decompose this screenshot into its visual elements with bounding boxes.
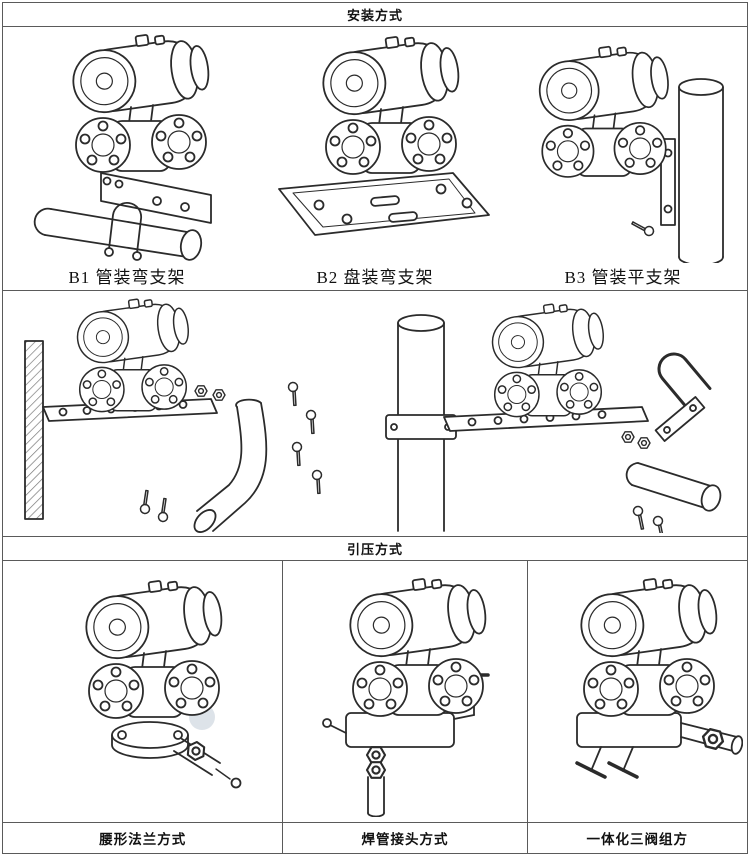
pressure-section-header: 引压方式 [3,537,747,561]
mounting-detail-row [3,291,747,537]
b1-transmitter-drawing [33,31,214,261]
figure-welded-pipe-joint-method [283,561,528,822]
b1-bracket-label: B1 管装弯支架 [68,268,186,287]
figure-b3-pipe-flat-bracket: B3 管装平支架 [499,27,747,290]
b3-transmitter-drawing [533,38,724,263]
figure-pipe-clamp-bracket-exploded [338,295,747,533]
b2-bracket-label: B2 盘装弯支架 [316,268,434,287]
pressure-figures-row [3,561,747,823]
figure-three-valve-manifold-method [528,561,747,822]
oval-flange-transmitter-drawing [80,571,242,788]
label-three-valve-manifold-method: 一体化三阀组方 [586,832,688,848]
welded-pipe-joint-transmitter-drawing [321,569,490,817]
b2-transmitter-drawing [278,31,490,236]
wall-bracket-exploded-drawing [24,294,332,533]
pipe-clamp-bracket-exploded-drawing [385,296,722,533]
pressure-labels-row: 腰形法兰方式 焊管接头方式 一体化三阀组方 [3,823,747,853]
bracket-figures-row: B1 管装弯支架 B2 盘装弯支架 [3,27,747,291]
figure-wall-bracket-exploded [3,294,338,533]
figure-b1-pipe-bent-bracket: B1 管装弯支架 [3,27,251,290]
figure-oval-flange-method [3,561,284,822]
installation-section-header: 安装方式 [3,3,747,27]
label-welded-pipe-joint-method: 焊管接头方式 [283,823,528,853]
b3-bracket-label: B3 管装平支架 [564,268,682,287]
three-valve-manifold-transmitter-drawing [575,569,744,779]
installation-section-title: 安装方式 [346,9,403,24]
label-oval-flange-method: 腰形法兰方式 [3,823,284,853]
pressure-section-title: 引压方式 [346,543,403,558]
figure-b2-panel-bent-bracket: B2 盘装弯支架 [251,27,499,290]
